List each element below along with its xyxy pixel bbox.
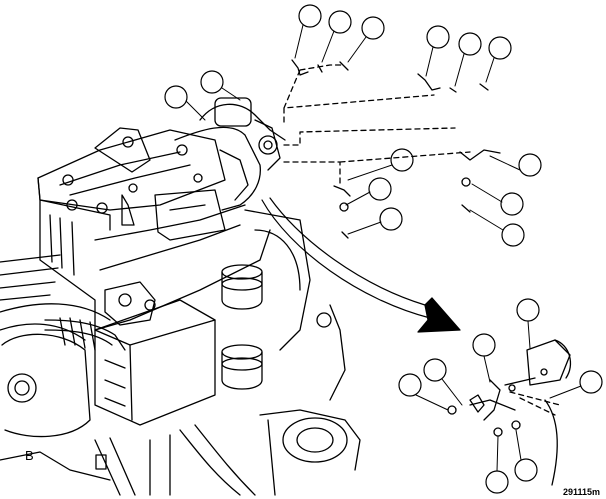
- callout-circle: [579, 370, 603, 394]
- figure-id-label: 291115m: [562, 487, 600, 497]
- callout-circle: [500, 192, 524, 216]
- callout-circles: [164, 4, 603, 494]
- callout-circle: [488, 36, 512, 60]
- callout-circle: [485, 470, 509, 494]
- callout-circle: [361, 16, 385, 40]
- callout-circle: [200, 70, 224, 94]
- callout-circle: [164, 85, 188, 109]
- sensor-detail-group: [447, 339, 572, 486]
- callout-circle: [328, 10, 352, 34]
- callout-circle: [518, 153, 542, 177]
- callout-circle: [379, 207, 403, 231]
- callout-circle: [368, 177, 392, 201]
- callout-circle: [298, 4, 322, 28]
- corner-mark: B: [25, 448, 34, 463]
- callout-circle: [514, 458, 538, 482]
- callout-circle: [472, 333, 496, 357]
- callout-circle: [501, 223, 525, 247]
- callout-circle: [398, 373, 422, 397]
- callout-circle: [458, 32, 482, 56]
- callout-circle: [423, 358, 447, 382]
- callout-circle: [390, 148, 414, 172]
- engine-assembly: [0, 97, 361, 496]
- callout-circle: [426, 25, 450, 49]
- upper-hardware-group: [283, 59, 501, 239]
- detail-pointer-arrow: [261, 197, 461, 333]
- callout-circle: [516, 298, 540, 322]
- callout-leaders: [185, 24, 582, 472]
